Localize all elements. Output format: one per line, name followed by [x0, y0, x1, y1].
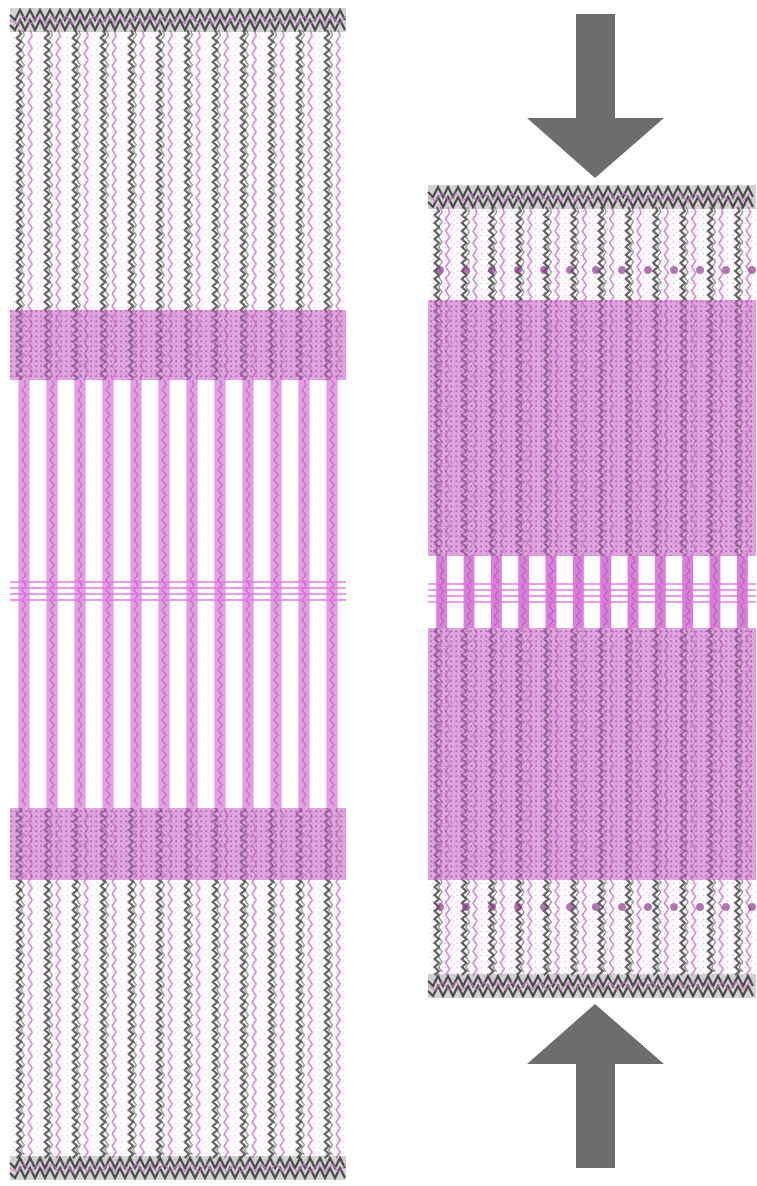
dense-band	[428, 300, 756, 556]
headgroup-node	[722, 903, 730, 911]
headgroup-node	[462, 903, 470, 911]
dense-band	[428, 628, 756, 880]
interface-bar	[600, 556, 611, 628]
dense-band	[10, 808, 346, 880]
headgroup-node	[436, 266, 444, 274]
interface-bar	[491, 556, 502, 628]
headgroup-node	[436, 903, 444, 911]
interface-background	[428, 556, 756, 628]
headgroup-node	[514, 266, 522, 274]
headgroup-node	[696, 903, 704, 911]
headgroup-node	[566, 903, 574, 911]
interface-bar	[655, 556, 666, 628]
interface-bar	[436, 556, 447, 628]
interface-bar	[737, 556, 748, 628]
right-interface-region	[428, 556, 756, 628]
relaxed-membrane-panel	[10, 8, 346, 1180]
headgroup-node	[540, 266, 548, 274]
headgroup-node	[644, 903, 652, 911]
headgroup-node	[748, 903, 756, 911]
interface-bar	[464, 556, 475, 628]
compressed-membrane-panel	[428, 185, 756, 998]
dense-band	[10, 310, 346, 380]
interface-bar	[546, 556, 557, 628]
headgroup-node	[670, 266, 678, 274]
interface-bar	[628, 556, 639, 628]
interface-bar	[518, 556, 529, 628]
left-interface-region	[10, 380, 346, 808]
headgroup-node	[748, 266, 756, 274]
headgroup-node	[670, 903, 678, 911]
headgroup-node	[722, 266, 730, 274]
interface-bar	[710, 556, 721, 628]
headgroup-node	[540, 903, 548, 911]
headgroup-node	[488, 266, 496, 274]
headgroup-node	[644, 266, 652, 274]
headgroup-node	[696, 266, 704, 274]
headgroup-node	[618, 266, 626, 274]
interface-bar	[573, 556, 584, 628]
headgroup-node	[566, 266, 574, 274]
headgroup-node	[514, 903, 522, 911]
headgroup-node	[618, 903, 626, 911]
headgroup-node	[592, 903, 600, 911]
compression-arrow-top	[527, 14, 664, 178]
headgroup-node	[488, 903, 496, 911]
interface-bar	[682, 556, 693, 628]
compression-arrow-bottom	[527, 1004, 664, 1168]
headgroup-node	[592, 266, 600, 274]
headgroup-node	[462, 266, 470, 274]
